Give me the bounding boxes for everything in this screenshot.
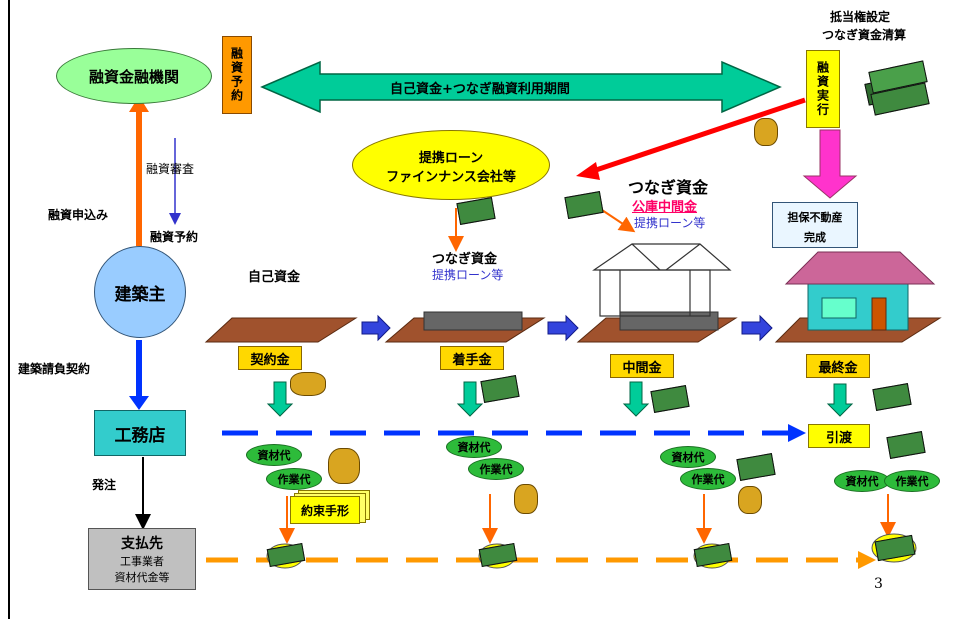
bridge2-sub2: 提携ローン等 [634,216,706,230]
bridge2-title: つなぎ資金 [628,178,709,197]
builder-box: 工務店 [94,410,186,456]
partner-loan-bubble: 提携ローン ファインナンス会社等 [352,130,550,200]
partner-loan-line2: ファインナンス会社等 [386,170,516,185]
order-label: 発注 [92,478,117,492]
own-funds-label: 自己資金 [248,270,301,285]
application-label: 融資申込み [48,208,109,222]
house-frame [592,243,732,317]
period-double-arrow [260,60,782,114]
cost-down-arrows [279,494,896,544]
promissory-note-label: 約束手形 [290,496,360,524]
labor-pill-2: 作業代 [468,458,524,480]
payee-line2: 工事業者 [120,555,164,568]
payment-dashed-arrowhead [858,551,876,569]
collateral-line1: 担保不動産 [787,211,843,224]
payee-line3: 資材代金等 [114,571,170,584]
coins-icon-3 [738,486,762,514]
owner-circle: 建築主 [94,246,186,338]
handover-dashed-arrowhead [788,424,806,442]
review-label: 融資審査 [146,162,195,176]
loan-reservation-box: 融資予約 [222,36,252,114]
partner-loan-line1: 提携ローン [418,151,484,166]
reservation-label: 融資予約 [150,230,199,244]
coins-icon-1 [328,448,360,484]
owner-label: 建築主 [114,284,166,305]
materials-pill-1: 資材代 [246,444,302,466]
payee-title: 支払先 [121,536,163,552]
page-number: 3 [874,576,883,592]
mortgage-line1: 抵当権設定 [830,10,891,24]
mortgage-line2: つなぎ資金清算 [822,28,907,42]
lender-oval: 融資金融機関 [56,48,212,104]
loan-execution-box: 融資実行 [806,50,840,128]
contract-arrowhead [129,396,149,410]
lender-label: 融資金融機関 [88,67,179,86]
bridge1-title: つなぎ資金 [432,252,498,267]
handover-label: 引渡 [825,430,852,446]
loan-reservation-label: 融資予約 [229,47,244,103]
execution-red-arrow [589,97,806,175]
payment-label-start: 着手金 [440,346,504,370]
payment-down-arrows [266,381,854,417]
labor-pill-4: 作業代 [884,470,940,492]
handover-box: 引渡 [808,424,870,448]
stage-arrow-2 [547,314,579,342]
promissory-note-stack: 約束手形 [290,490,370,526]
foundation-slab-3 [619,311,719,331]
labor-pill-3: 作業代 [680,468,736,490]
builder-label: 工務店 [114,425,166,446]
collateral-box: 担保不動産 完成 [772,202,858,248]
stage-arrow-1 [361,314,391,342]
money-stack-icon [864,60,930,116]
payment-label-final: 最終金 [806,354,870,378]
application-arrowhead [129,96,149,112]
coins-icon-2 [514,484,538,514]
execution-magenta-arrow [802,129,858,199]
platform-1 [204,317,358,343]
bridge2-sub1: 公庫中間金 [632,200,698,215]
foundation-slab-2 [423,311,523,331]
collateral-line2: 完成 [804,231,826,244]
money-icon-contract [290,372,326,396]
bridge1-sub: 提携ローン等 [432,268,504,282]
payee-box: 支払先 工事業者 資材代金等 [88,528,196,590]
labor-pill-1: 作業代 [266,468,322,490]
bridge2-orange-arrow [601,209,636,233]
payment-label-interim: 中間金 [610,354,674,378]
execution-red-arrowhead [576,162,600,180]
materials-pill-3: 資材代 [660,446,716,468]
payment-landing-spots [266,533,917,569]
house-finished [784,251,936,331]
contract-label: 建築請負契約 [18,362,91,376]
materials-pill-4: 資材代 [834,470,890,492]
materials-pill-2: 資材代 [446,436,502,458]
loan-execution-label: 融資実行 [815,61,830,117]
coins-icon-top [754,118,778,146]
payment-label-contract: 契約金 [238,346,302,370]
period-arrow-label: 自己資金+つなぎ融資利用期間 [390,82,570,97]
stage-arrow-3 [741,314,773,342]
